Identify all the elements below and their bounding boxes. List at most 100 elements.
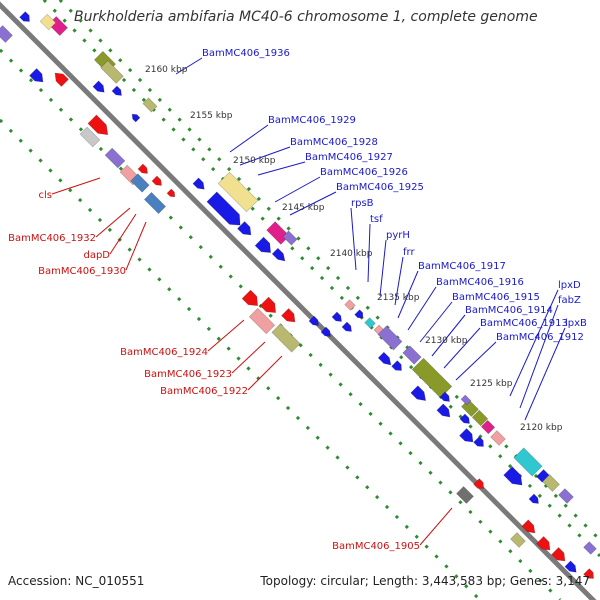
gene-feature-46-shape (411, 357, 453, 399)
leader-line-upper (509, 289, 559, 397)
gene-label-upper: BamMC406_1926 (320, 167, 408, 178)
gene-feature-11-shape (131, 113, 141, 123)
tick-label: 2155 kbp (190, 111, 233, 121)
gene-feature-45 (391, 360, 402, 371)
gene-feature-19-shape (151, 175, 162, 186)
gene-feature-2 (0, 25, 13, 43)
tick-label: 2135 kbp (377, 293, 420, 303)
gene-feature-34-shape (308, 315, 319, 326)
gene-feature-5-shape (100, 60, 124, 84)
gene-feature-50 (490, 430, 506, 446)
gene-feature-33 (271, 323, 301, 353)
gene-feature-28-shape (192, 177, 205, 190)
leader-line-upper (367, 223, 371, 283)
tick-label: 2145 kbp (282, 203, 325, 213)
leader-line-upper (274, 176, 321, 203)
gene-feature-56 (439, 391, 450, 402)
gene-feature-23-shape (237, 221, 252, 236)
label-leader-lines (51, 57, 566, 546)
gene-feature-60 (503, 466, 523, 486)
gene-feature-68-shape (510, 532, 526, 548)
gene-feature-50-shape (490, 430, 506, 446)
leader-line-lower (419, 507, 453, 546)
gene-label-lower: BamMC406_1924 (120, 347, 208, 358)
gene-feature-26 (254, 236, 271, 253)
gene-feature-3 (19, 11, 30, 22)
gene-label-upper: BamMC406_1925 (336, 182, 424, 193)
gene-label-upper: tsf (370, 214, 383, 225)
gene-feature-25 (282, 230, 298, 246)
gene-feature-45-shape (391, 360, 402, 371)
gene-label-lower: dapD (83, 250, 110, 261)
gene-feature-71 (583, 541, 597, 555)
gene-feature-3-shape (19, 11, 30, 22)
gene-feature-49 (480, 419, 496, 435)
ruler-line-1 (57, 0, 600, 542)
leader-line-upper (379, 239, 387, 297)
gene-feature-8 (92, 80, 105, 93)
gene-feature-33-shape (271, 323, 301, 353)
gene-feature-62 (542, 474, 560, 492)
gene-feature-55 (473, 436, 484, 447)
leader-line-lower (95, 207, 131, 238)
gene-feature-35 (320, 326, 331, 337)
leader-line-upper (407, 286, 437, 331)
gene-feature-16-shape (130, 173, 150, 193)
leader-line-lower (231, 341, 266, 374)
gene-feature-24 (266, 221, 290, 245)
gene-feature-42 (377, 325, 403, 351)
gene-feature-63-shape (558, 488, 574, 504)
gene-feature-19 (151, 175, 162, 186)
gene-feature-40-shape (331, 311, 342, 322)
gene-feature-17-shape (143, 191, 167, 215)
gene-feature-29-shape (241, 289, 258, 306)
gene-feature-32 (248, 307, 276, 335)
gene-label-upper: rpsB (351, 198, 374, 209)
gene-feature-57 (459, 413, 470, 424)
gene-feature-41 (341, 321, 352, 332)
gene-feature-52 (410, 385, 427, 402)
gene-feature-44-shape (377, 351, 392, 366)
gene-label-lower: cls (39, 190, 53, 201)
gene-label-upper: lpxD (558, 280, 581, 291)
gene-label-upper: fabZ (558, 295, 581, 306)
gene-feature-58 (513, 447, 543, 477)
leader-line-lower (51, 177, 101, 195)
leader-line-upper (443, 327, 481, 369)
gene-feature-8-shape (92, 80, 105, 93)
gene-feature-61-shape (528, 493, 539, 504)
leader-line-upper (455, 341, 497, 381)
gene-feature-37 (354, 309, 364, 319)
gene-feature-57-shape (459, 413, 470, 424)
gene-feature-1 (39, 13, 57, 31)
gene-feature-10 (142, 97, 158, 113)
gene-feature-21-shape (217, 171, 259, 213)
leader-line-lower (109, 213, 137, 255)
gene-feature-38 (364, 317, 376, 329)
gene-feature-53-shape (436, 403, 451, 418)
gene-feature-14-shape (104, 147, 126, 169)
accession-text: Accession: NC_010551 (8, 574, 145, 588)
gene-label-upper: BamMC406_1915 (452, 292, 540, 303)
tick-label: 2160 kbp (145, 65, 188, 75)
gene-label-upper: pyrH (386, 230, 410, 241)
tick-label: 2140 kbp (330, 249, 373, 259)
gene-label-lower: BamMC406_1930 (38, 266, 126, 277)
leader-line-upper (229, 124, 269, 153)
gene-feature-28 (192, 177, 205, 190)
gene-feature-55-shape (473, 436, 484, 447)
leader-line-lower (207, 319, 245, 352)
gene-feature-37-shape (354, 309, 364, 319)
gene-feature-9-shape (111, 85, 122, 96)
gene-feature-70-shape (564, 560, 577, 573)
gene-feature-69 (551, 547, 566, 562)
gene-feature-7 (54, 72, 69, 87)
gene-feature-6-shape (29, 68, 44, 83)
gene-feature-17 (143, 191, 167, 215)
gene-label-upper: BamMC406_1929 (268, 115, 356, 126)
gene-label-upper: BamMC406_1916 (436, 277, 524, 288)
leader-line-upper (419, 301, 453, 343)
